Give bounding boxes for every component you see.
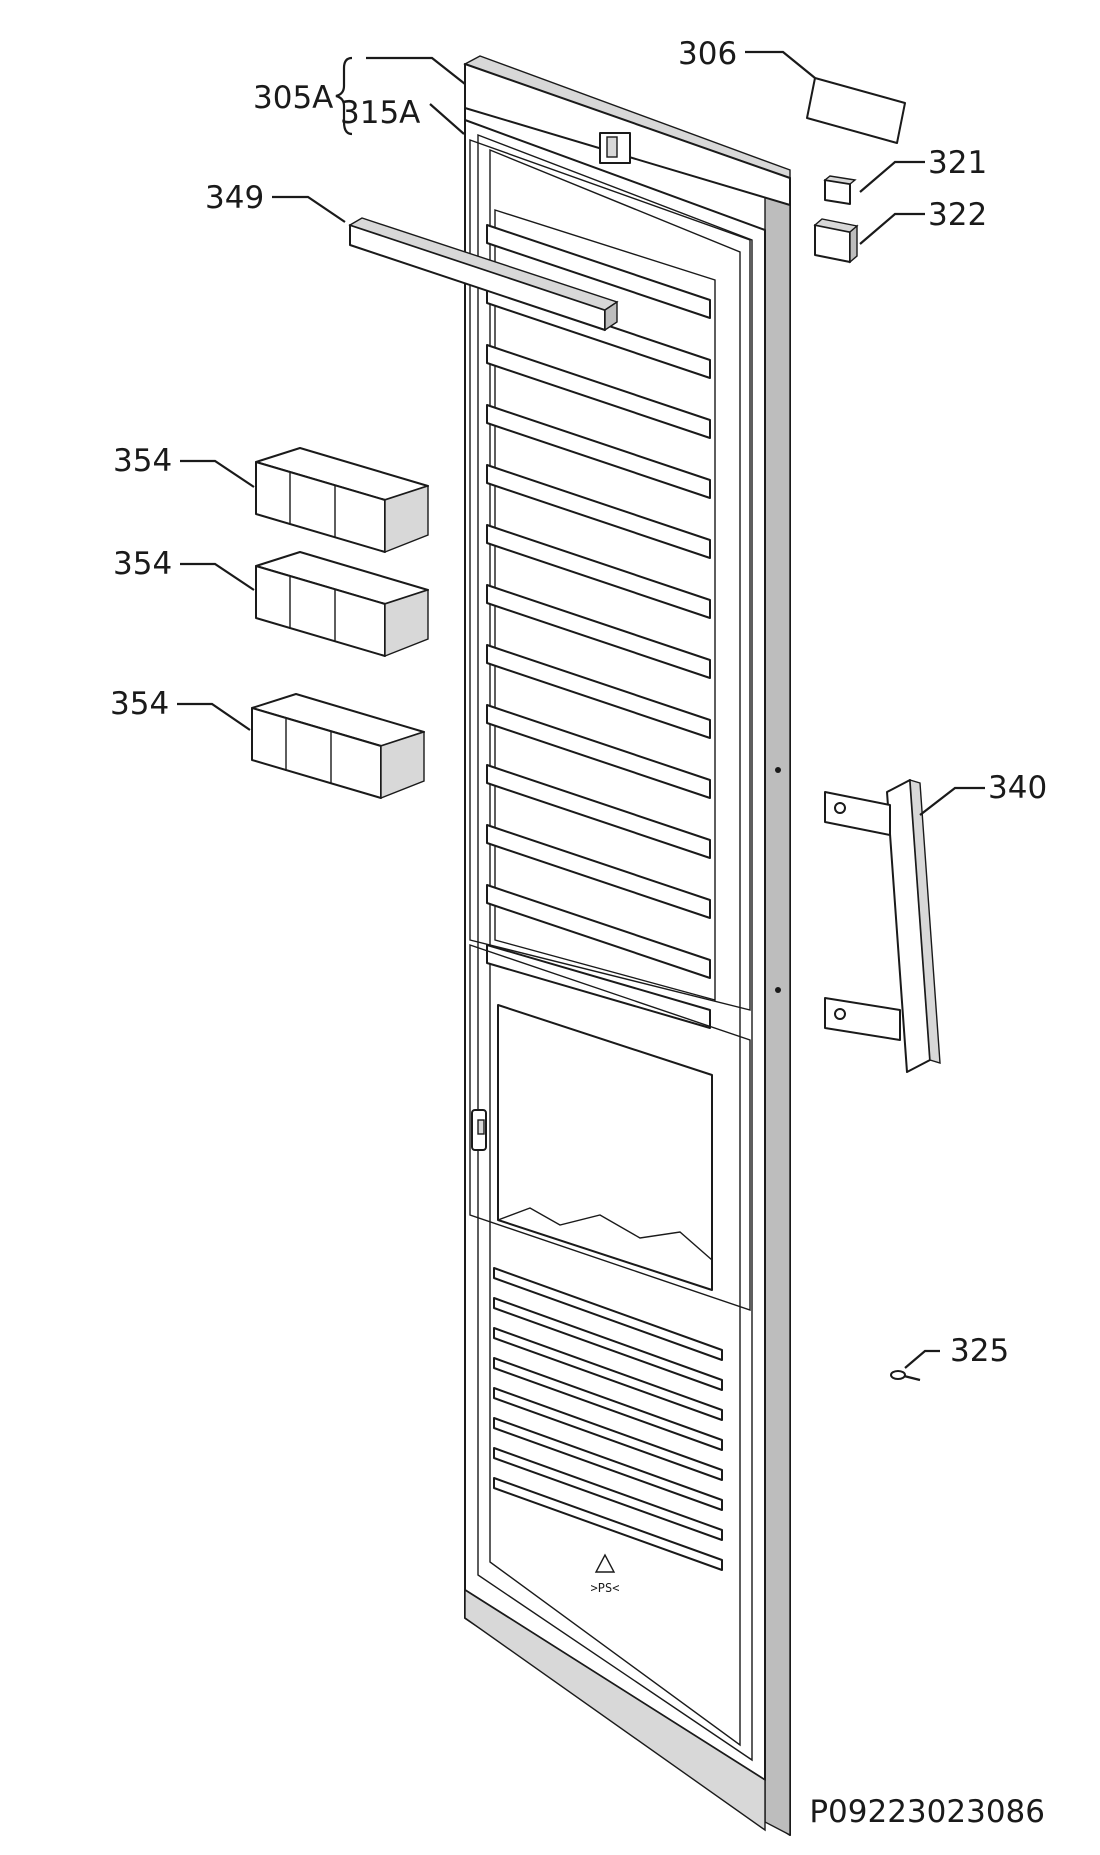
part-340-handle [824,779,941,1073]
part-322-cover [813,218,859,264]
door-right-edge [764,169,791,1837]
part-306-plate [806,77,906,144]
label-354-bottom: 354 [110,686,169,722]
brace-305a [335,56,353,136]
part-325-screw [890,1370,921,1382]
callout-labels: 305A 315A 306 321 322 349 354 354 354 34… [110,36,1047,1369]
door-upper-liner [469,139,751,1011]
drawing-code: P09223023086 [809,1794,1045,1830]
label-305a: 305A [253,80,333,116]
door-lower-compartment [469,944,751,1311]
label-321: 321 [928,145,987,181]
label-349: 349 [205,180,264,216]
label-354-top: 354 [113,443,172,479]
door-assembly: >PS< [463,55,791,1837]
label-340: 340 [988,770,1047,806]
label-322: 322 [928,197,987,233]
label-354-middle: 354 [113,546,172,582]
recycle-mark-text: >PS< [591,1581,620,1595]
label-315a: 315A [340,95,420,131]
part-354-bin-3 [251,693,425,800]
door-lower-panel [497,1004,713,1291]
part-321-cap [823,175,857,205]
door-shelf-ribs [486,224,711,1029]
door-vent-louvers [493,1267,723,1571]
recycle-mark: >PS< [591,1553,620,1595]
part-354-bin-2 [255,551,429,658]
label-325: 325 [950,1333,1009,1369]
door-inner-gasket [477,133,753,1762]
part-349-bar [348,217,619,332]
leader-lines [177,50,985,1369]
part-354-bin-1 [255,447,429,554]
label-306: 306 [678,36,737,72]
door-bottom-base [464,1588,766,1832]
